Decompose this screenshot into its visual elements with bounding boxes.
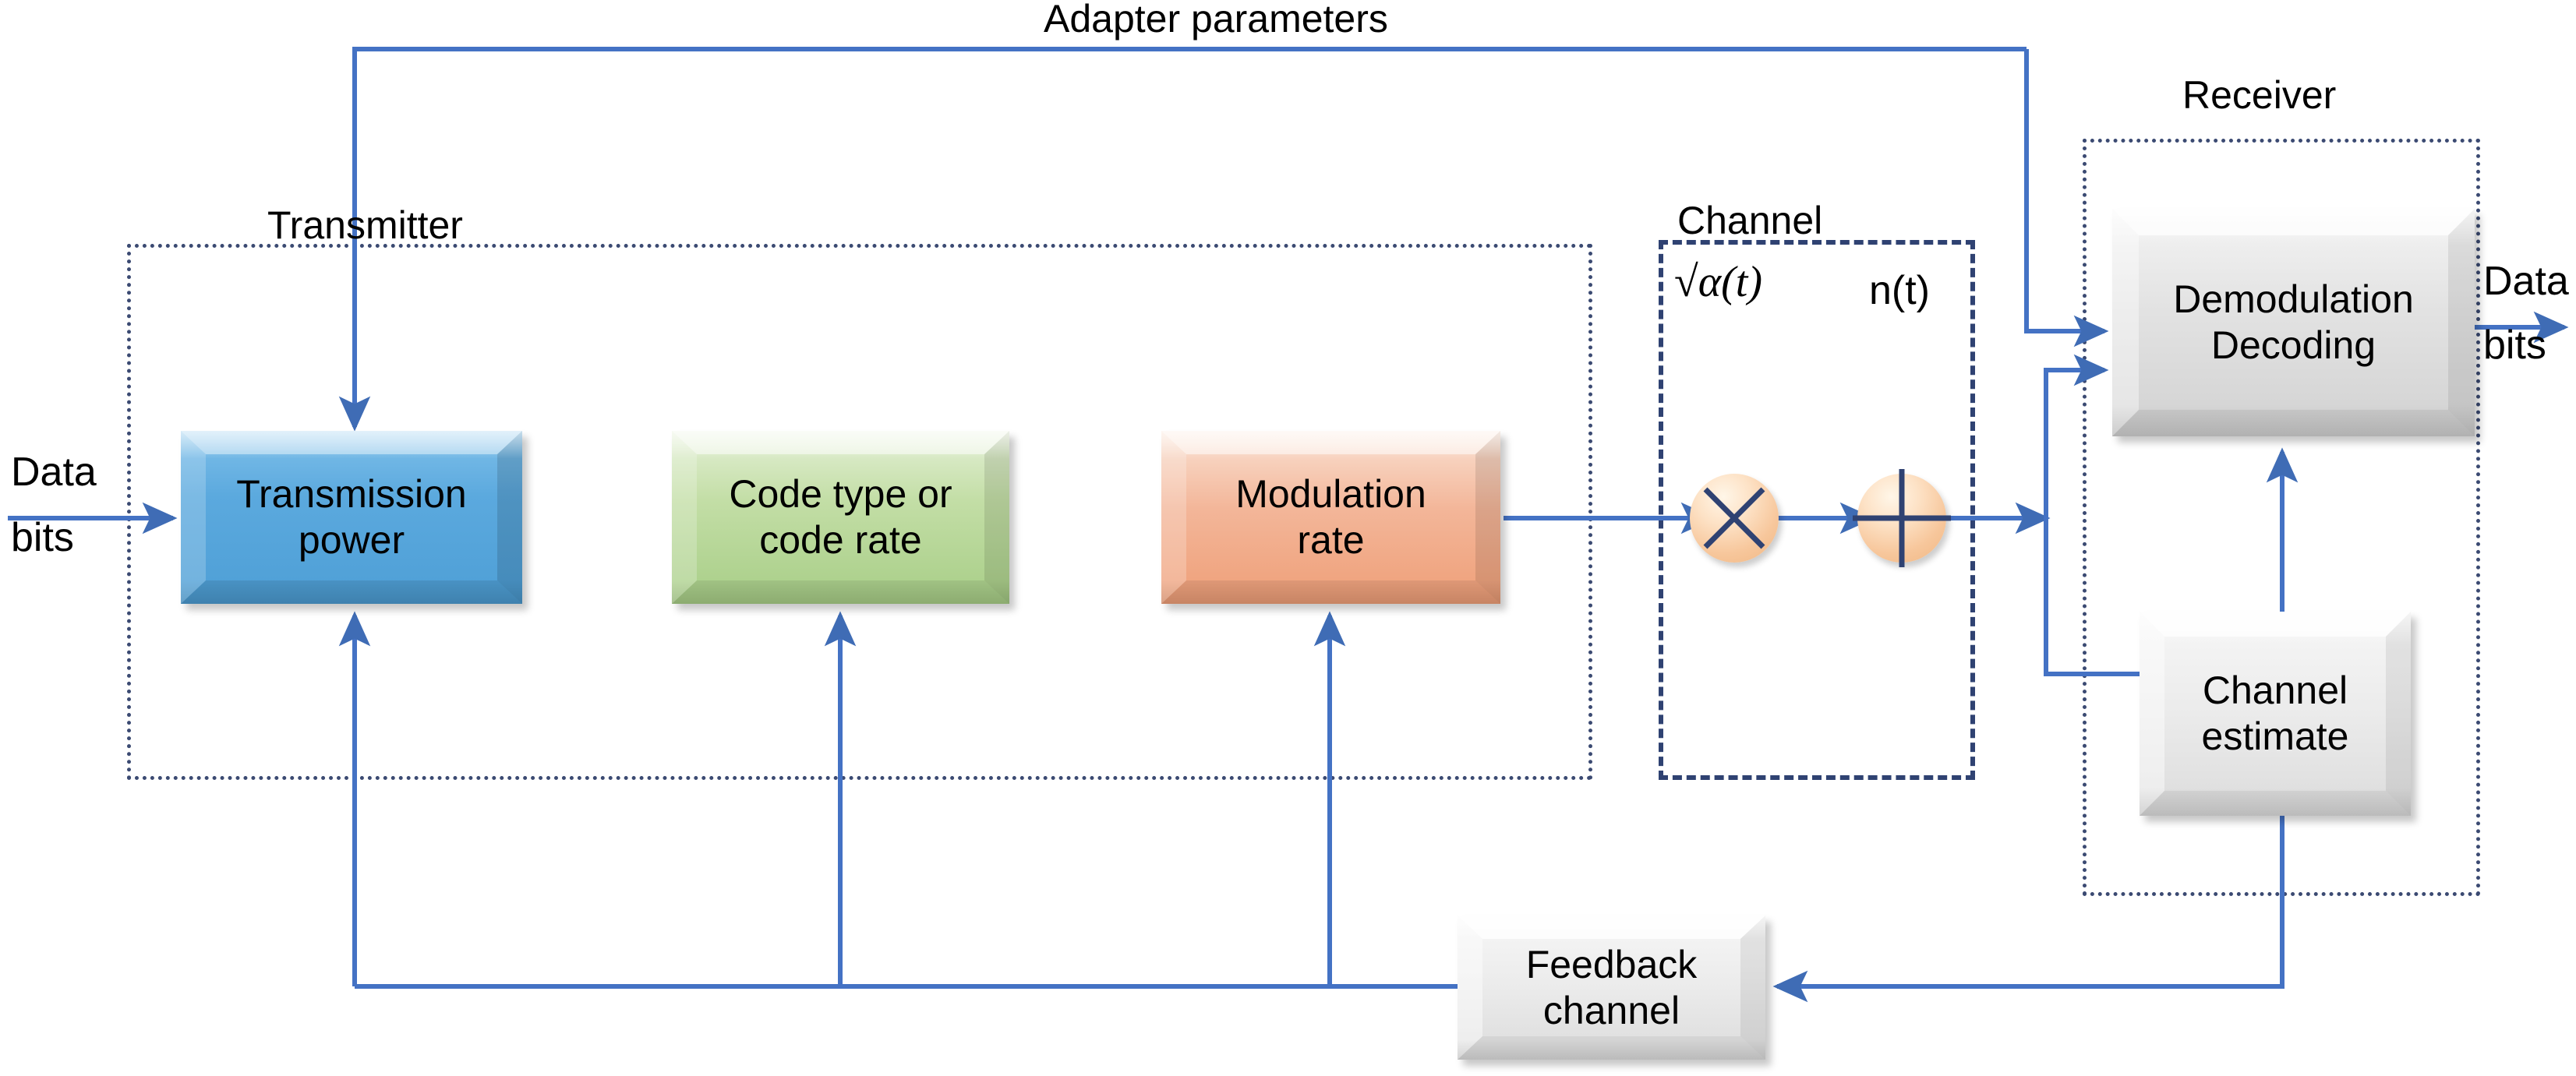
- output-data-bits-label-line2: bits: [2483, 323, 2546, 368]
- input-data-bits-label-line1: Data: [11, 450, 97, 495]
- input-data-bits-label-line2: bits: [11, 515, 74, 560]
- channel-group-frame: [1659, 240, 1975, 780]
- noise-label: n(t): [1869, 268, 1930, 313]
- output-data-bits-label-line1: Data: [2483, 259, 2569, 304]
- channel-gain-label: √α(t): [1674, 258, 1762, 306]
- multiply-glyph-icon: [1703, 487, 1765, 549]
- transmitter-group-frame: [127, 244, 1592, 780]
- adapter-parameters-label: Adapter parameters: [1044, 0, 1388, 41]
- receiver-title: Receiver: [2182, 73, 2337, 117]
- transmitter-title: Transmitter: [267, 203, 463, 247]
- sum-operator[interactable]: [1853, 469, 1951, 567]
- plus-glyph-icon: [1853, 469, 1951, 567]
- multiply-operator[interactable]: [1690, 474, 1779, 563]
- channel-title: Channel: [1677, 199, 1823, 242]
